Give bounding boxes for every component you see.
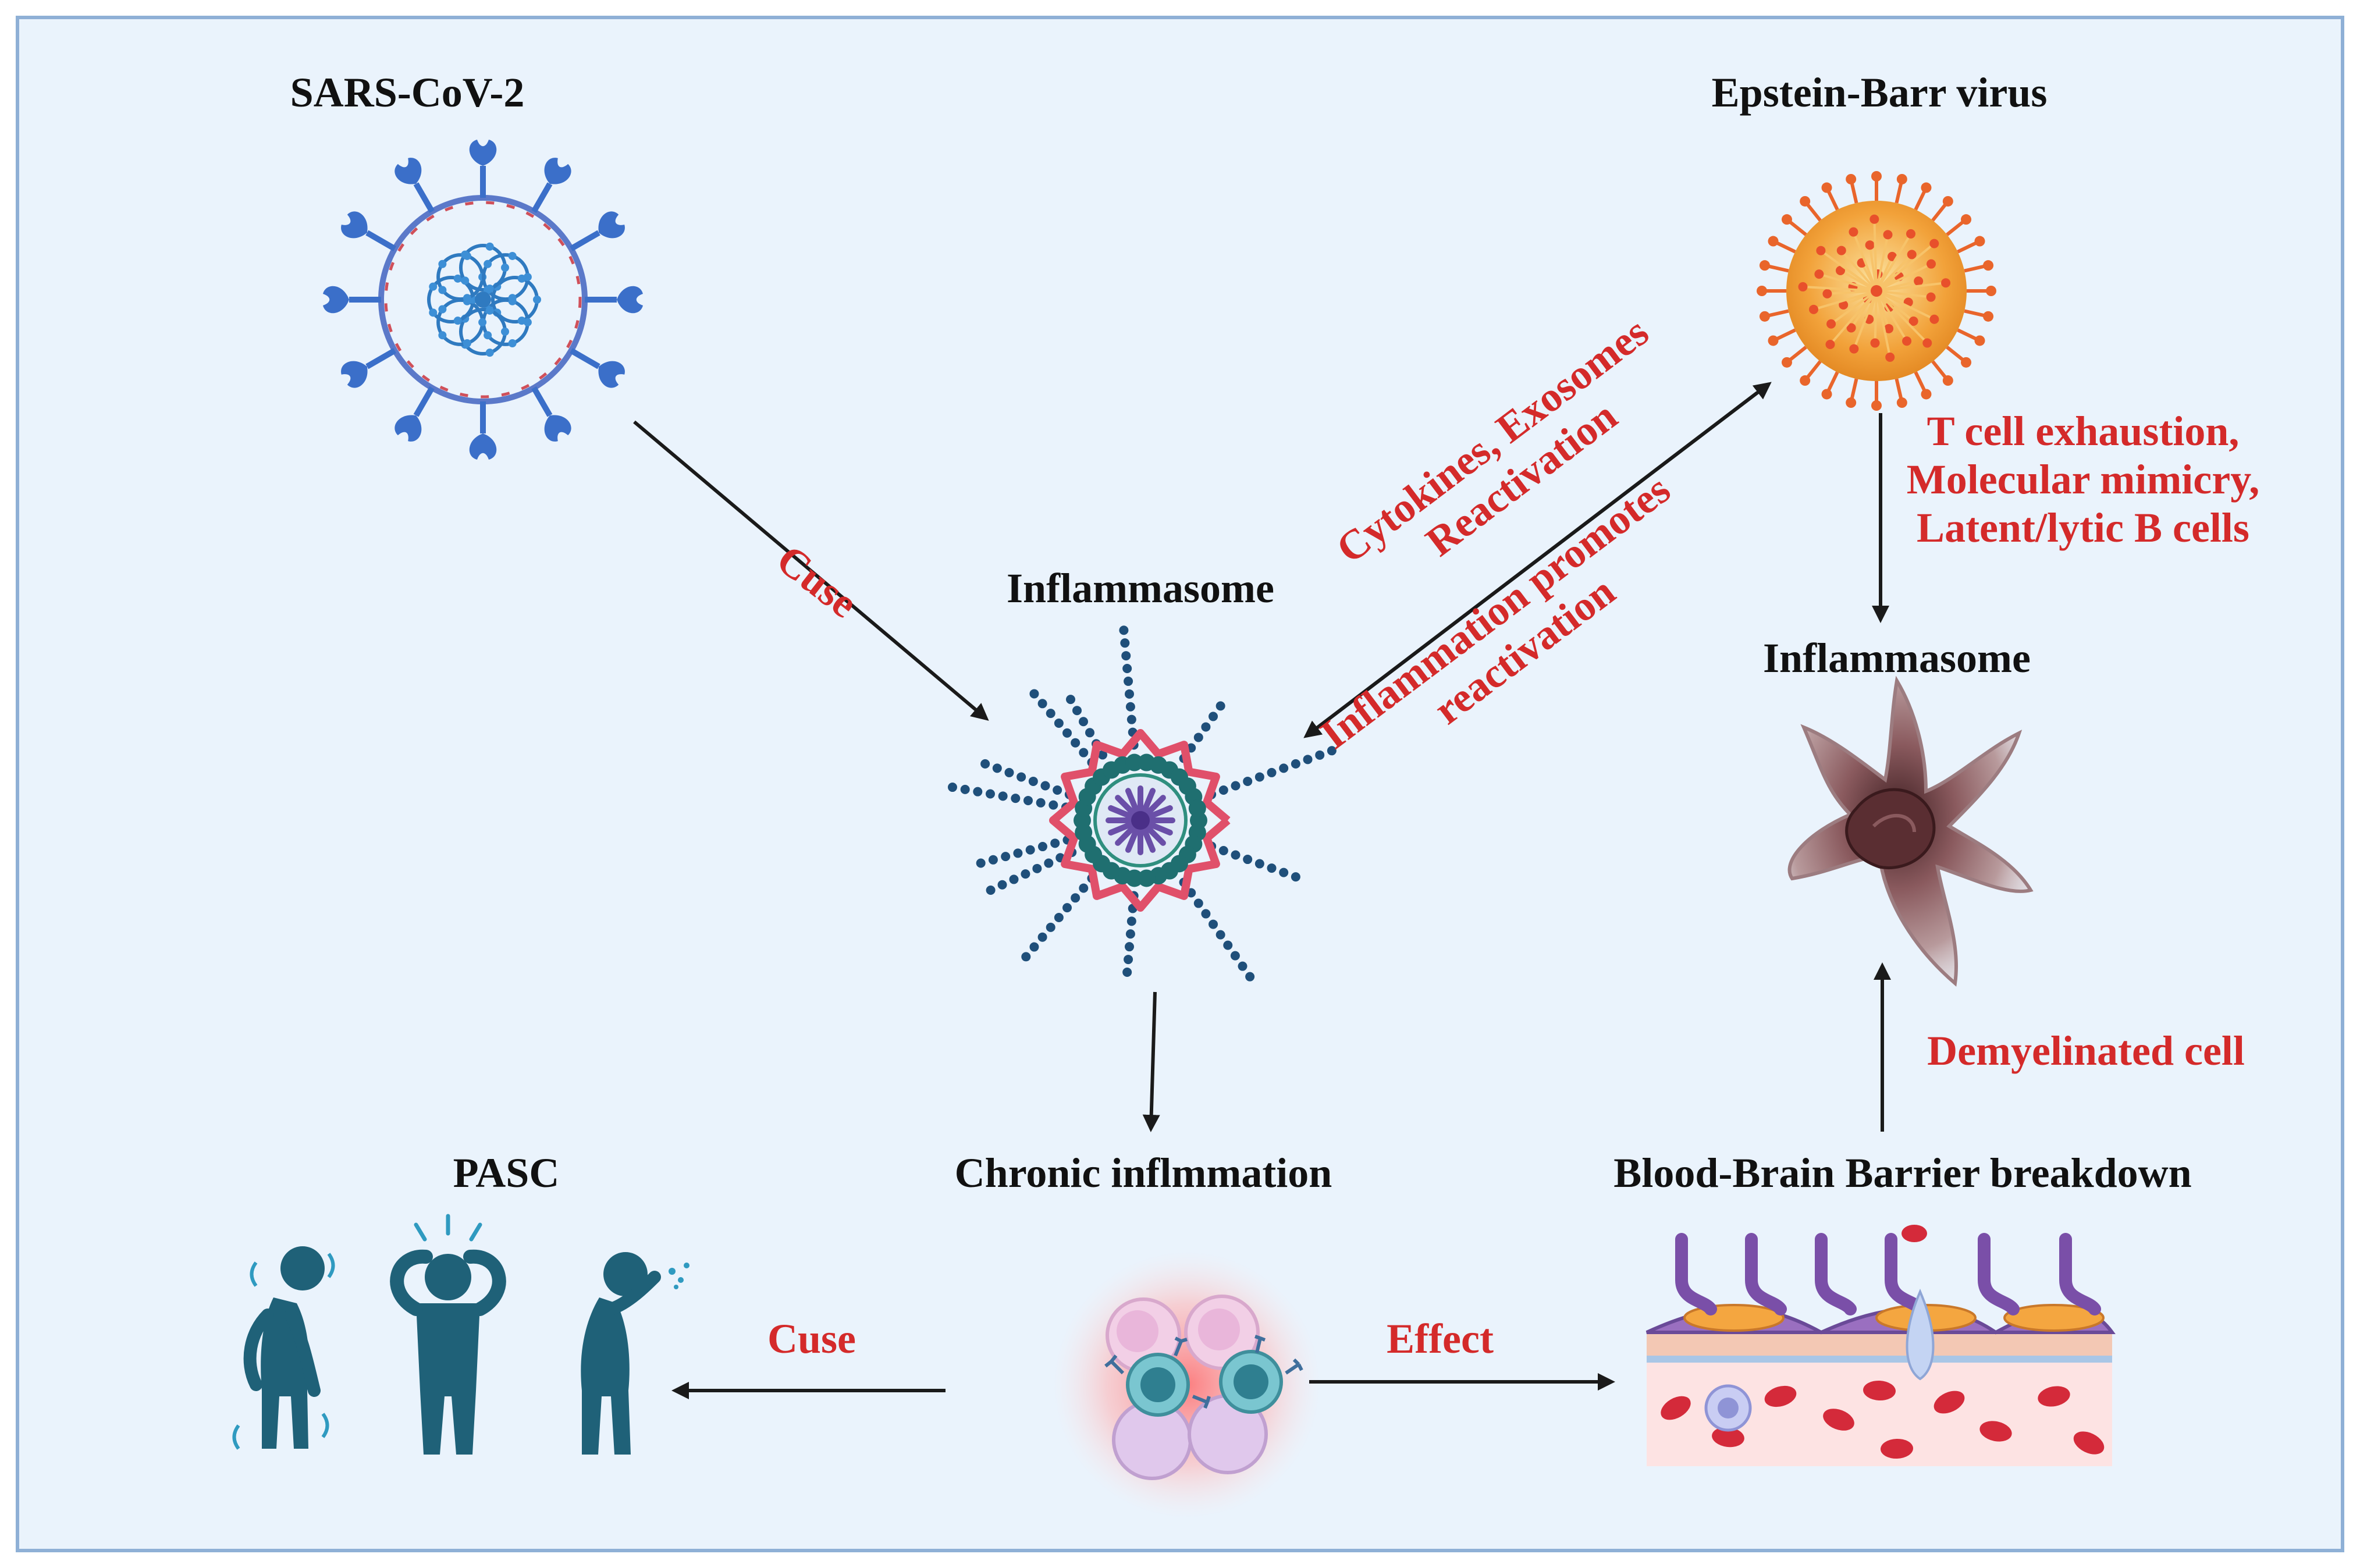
tcell-line-3: Latent/lytic B cells xyxy=(1917,504,2249,551)
chronic-inflammation-label: Chronic inflmmation xyxy=(954,1150,1332,1196)
epstein-barr-virus-icon xyxy=(1757,171,1996,411)
arrow-sars-to-inflammasome xyxy=(633,420,989,721)
inflammasome-icon xyxy=(947,625,1337,982)
pasc-label: PASC xyxy=(453,1150,560,1196)
demyelinated-cell-label: Demyelinated cell xyxy=(1927,1027,2245,1074)
pasc-patient-icons xyxy=(232,1214,689,1455)
blood-brain-barrier-icon xyxy=(1645,1225,2116,1466)
sars-cov-2-virus-icon xyxy=(323,140,643,460)
effect-label: Effect xyxy=(1387,1315,1494,1362)
tcell-line-1: T cell exhaustion, xyxy=(1927,408,2240,454)
inflammasome-center-label: Inflammasome xyxy=(1007,565,1274,611)
arrow-ebv-to-inflammasome xyxy=(1303,391,1758,738)
immune-cells-icon xyxy=(1053,1251,1321,1519)
sars-cov-2-label: SARS-CoV-2 xyxy=(290,69,525,116)
inflammasome-right-label: Inflammasome xyxy=(1763,635,2031,681)
cuse-bottom-label: Cuse xyxy=(767,1315,856,1362)
ebv-label: Epstein-Barr virus xyxy=(1711,69,2048,116)
tcell-line-2: Molecular mimicry, xyxy=(1906,456,2260,503)
arrows xyxy=(633,382,1891,1399)
bbb-breakdown-label: Blood-Brain Barrier breakdown xyxy=(1613,1150,2192,1196)
arrow-inflammasome-to-chronic xyxy=(1142,991,1160,1132)
tcell-label-group: T cell exhaustion, Molecular mimicry, La… xyxy=(1907,407,2259,552)
demyelinated-cell-icon xyxy=(1787,675,2034,987)
